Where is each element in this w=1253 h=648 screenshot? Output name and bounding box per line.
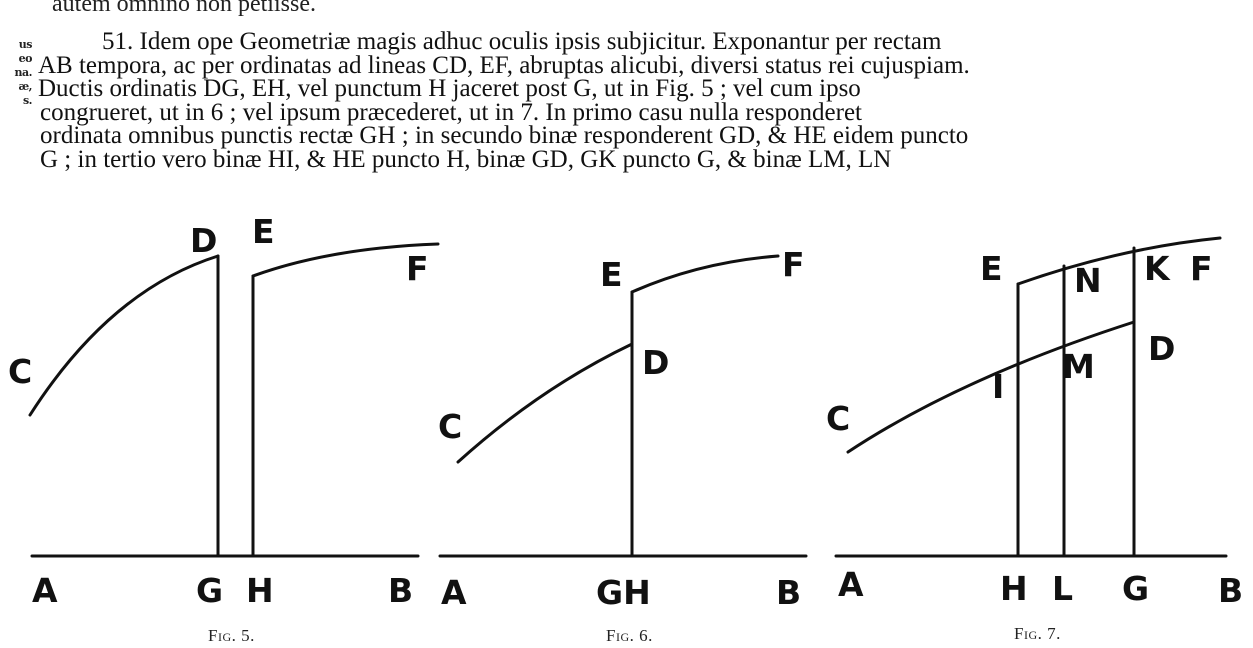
label-a: A bbox=[32, 571, 58, 610]
label-m: M bbox=[1062, 347, 1095, 386]
label-g: G bbox=[1122, 569, 1149, 608]
label-i: I bbox=[992, 367, 1004, 406]
label-b: B bbox=[776, 573, 801, 612]
text-line: 51. Idem ope Geometriæ magis adhuc oculi… bbox=[102, 28, 942, 55]
text-line: AB tempora, ac per ordinatas ad lineas C… bbox=[38, 51, 970, 79]
label-c: C bbox=[8, 352, 32, 391]
text-line: G ; in tertio vero binæ HI, & HE puncto … bbox=[40, 145, 892, 173]
label-l: L bbox=[1052, 569, 1073, 608]
label-f: F bbox=[782, 245, 805, 284]
margin-note: æ, bbox=[18, 80, 32, 93]
label-k: K bbox=[1144, 249, 1171, 288]
margin-note: na. bbox=[14, 66, 33, 79]
curve-cd bbox=[28, 254, 220, 417]
label-g: G bbox=[196, 571, 223, 610]
label-gh: GH bbox=[596, 573, 651, 612]
figure-caption-6: Fig. 6. bbox=[606, 626, 653, 645]
figure-7: A H L G B C I M D E N K F bbox=[826, 236, 1243, 610]
text-line: congrueret, ut in 6 ; vel ipsum præceder… bbox=[40, 98, 862, 126]
figure-caption-5: Fig. 5. bbox=[208, 626, 255, 645]
label-e: E bbox=[980, 249, 1003, 288]
label-d: D bbox=[1148, 329, 1175, 368]
margin-notes: us eo na. æ, s. bbox=[0, 38, 33, 108]
figure-caption-7: Fig. 7. bbox=[1014, 624, 1061, 643]
label-f: F bbox=[1190, 249, 1213, 288]
cut-off-top-line: autem omnino non petiisse. bbox=[52, 0, 316, 17]
label-f: F bbox=[406, 249, 429, 288]
label-a: A bbox=[441, 573, 467, 612]
label-e: E bbox=[600, 255, 623, 294]
label-c: C bbox=[438, 407, 462, 446]
text-line: ordinata omnibus punctis rectæ GH ; in s… bbox=[40, 122, 969, 149]
curve-cd bbox=[846, 320, 1136, 454]
margin-note: s. bbox=[22, 94, 33, 107]
curve-ef bbox=[251, 242, 440, 278]
margin-note: eo bbox=[18, 52, 33, 65]
label-b: B bbox=[388, 571, 413, 610]
margin-note: us bbox=[18, 38, 33, 51]
label-c: C bbox=[826, 399, 850, 438]
label-d: D bbox=[642, 343, 669, 382]
label-e: E bbox=[252, 212, 275, 251]
paragraph-51: 51. Idem ope Geometriæ magis adhuc oculi… bbox=[38, 28, 1248, 173]
label-h: H bbox=[246, 571, 274, 610]
figure-5: A G H B C D E F bbox=[8, 212, 440, 610]
curve-ef bbox=[1016, 236, 1222, 286]
label-h: H bbox=[1000, 569, 1028, 608]
label-n: N bbox=[1074, 261, 1102, 300]
label-b: B bbox=[1218, 571, 1243, 610]
figure-6: A GH B C D E F bbox=[438, 245, 808, 612]
text-line: Ductis ordinatis DG, EH, vel punctum H j… bbox=[38, 75, 861, 102]
curve-cd bbox=[456, 342, 634, 464]
label-d: D bbox=[190, 221, 217, 260]
curve-ef bbox=[630, 254, 780, 294]
label-a: A bbox=[838, 565, 864, 604]
